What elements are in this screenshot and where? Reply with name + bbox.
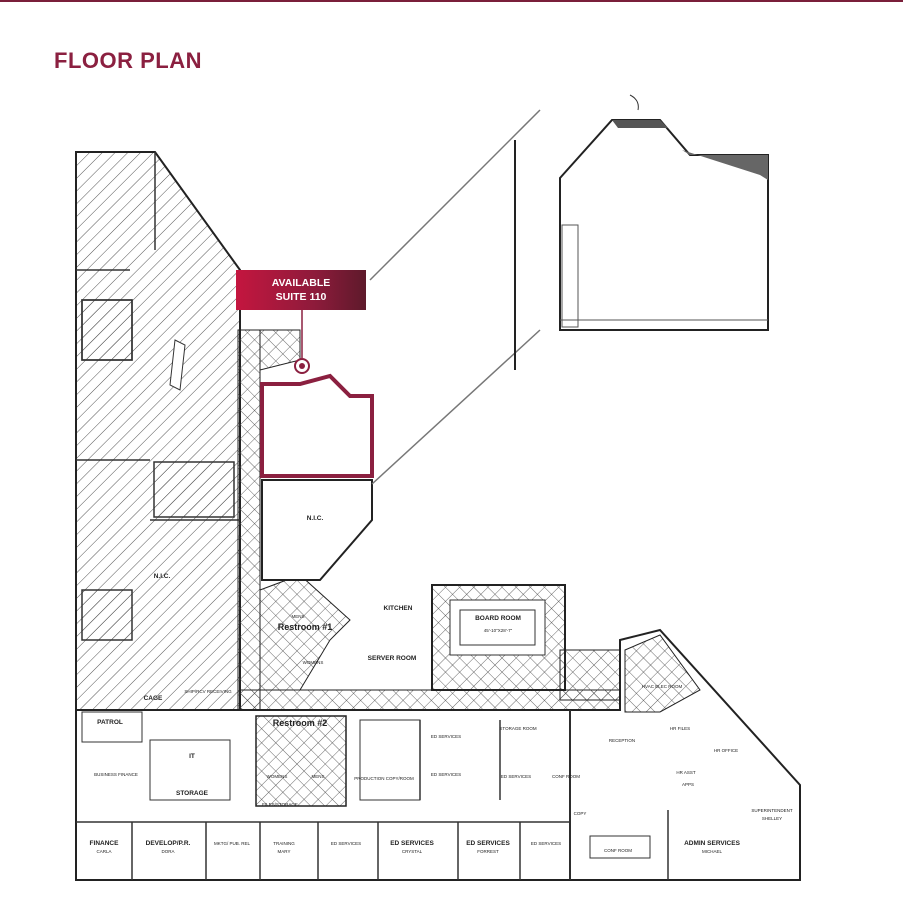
room-label-board-room: BOARD ROOM — [475, 615, 521, 622]
room-label-conf-room-2: CONF ROOM — [604, 848, 632, 853]
room-label-ed-services-f-name: FORREST — [477, 849, 499, 854]
top-rule — [0, 0, 903, 2]
room-label-womens-2: WOMENS — [267, 774, 288, 779]
room-label-conf-room: CONF ROOM — [552, 774, 580, 779]
room-label-it: IT — [189, 753, 195, 760]
room-label-admin-name: MICHAEL — [702, 849, 723, 854]
room-label-ed-services-e-name: CRYSTAL — [402, 849, 423, 854]
room-label-board-room-dim: 45'-10"X28'-7" — [484, 628, 513, 633]
room-label-ed-services-b: ED SERVICES — [431, 772, 461, 777]
callout-line-1: AVAILABLE — [271, 277, 331, 289]
room-label-admin-services: ADMIN SERVICES — [684, 840, 741, 847]
room-label-ed-services-d: ED SERVICES — [331, 841, 361, 846]
room-label-kitchen: KITCHEN — [384, 605, 413, 612]
room-label-copy: COPY — [574, 811, 587, 816]
building-outline — [75, 151, 241, 711]
room-label-superintendent-name: SHELLEY — [762, 816, 782, 821]
suite-inset-plan — [559, 94, 769, 331]
room-label-develop: DEVELOP/P.R. — [146, 840, 191, 847]
room-label-finance: FINANCE — [90, 840, 120, 847]
room-label-mens-2: MENS — [311, 774, 324, 779]
available-suite-callout[interactable]: AVAILABLE SUITE 110 — [236, 270, 366, 310]
callout-line-2: SUITE 110 — [275, 291, 327, 303]
suite-110-outline[interactable] — [260, 310, 374, 478]
room-label-womens: WOMENS — [303, 660, 324, 665]
room-label-hvac-elec: HVAC ELEC ROOM — [642, 684, 683, 689]
bottom-offices — [75, 709, 669, 881]
room-label-restroom-1: Restroom #1 — [278, 622, 333, 632]
zoom-leader-lines — [369, 109, 541, 485]
room-label-patrol: PATROL — [97, 719, 123, 726]
room-label-reception: RECEPTION — [609, 738, 635, 743]
room-label-nic-left: N.I.C. — [154, 573, 171, 580]
room-label-business-finance: BUSINESS FINANCE — [94, 772, 138, 777]
room-labels: N.I.C. N.I.C. KITCHEN BOARD ROOM 45'-10"… — [90, 515, 793, 854]
room-label-storage-room: STORAGE ROOM — [499, 726, 536, 731]
room-label-finance-name: CARLA — [96, 849, 111, 854]
nic-center-room — [261, 479, 373, 581]
room-label-ed-services-a: ED SERVICES — [431, 734, 461, 739]
page-title: FLOOR PLAN — [54, 48, 202, 73]
room-label-storage: STORAGE — [176, 790, 209, 797]
room-label-ed-services-c: ED SERVICES — [501, 774, 531, 779]
room-label-mens: MENS — [291, 614, 304, 619]
room-label-nic-center: N.I.C. — [307, 515, 324, 522]
room-label-develop-name: DORA — [161, 849, 174, 854]
room-label-hr-files: HR FILES — [670, 726, 690, 731]
room-label-training-name: MARY — [278, 849, 291, 854]
room-label-restroom-2: Restroom #2 — [273, 718, 328, 728]
room-label-ed-services-e: ED SERVICES — [390, 840, 434, 847]
right-wing — [569, 628, 801, 881]
room-label-superintendent: SUPERINTENDENT — [751, 808, 793, 813]
board-room-block — [431, 584, 566, 691]
room-label-server-room: SERVER ROOM — [368, 655, 417, 662]
room-label-cage: CAGE — [144, 695, 163, 702]
room-label-ed-services-g: ED SERVICES — [531, 841, 561, 846]
room-label-training: TRAINING — [273, 841, 295, 846]
room-label-ed-services-f: ED SERVICES — [466, 840, 510, 847]
room-label-hr-asst: HR ASST — [676, 770, 696, 775]
room-label-mktg: MKTG/ PUB. REL — [214, 841, 251, 846]
room-label-files-storage: FILES/STORAGE — [262, 802, 298, 807]
room-label-ship-receiving: SHIP/RCV RECEIVING — [184, 689, 232, 694]
room-label-apps: APPS — [682, 782, 694, 787]
room-label-hr-office: HR OFFICE — [714, 748, 738, 753]
room-label-production: PRODUCTION COPY/ROOM — [354, 776, 414, 781]
